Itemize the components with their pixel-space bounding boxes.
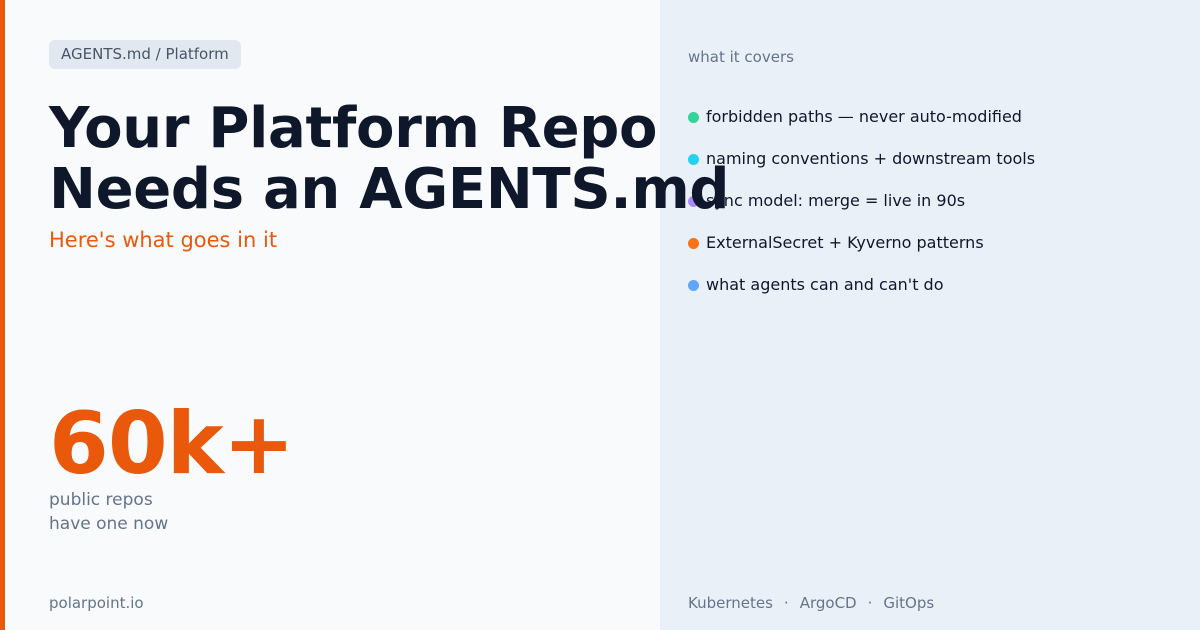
list-item-text: what agents can and can't do bbox=[706, 274, 944, 294]
tag-argocd: ArgoCD bbox=[799, 594, 857, 612]
list-item: naming conventions + downstream tools bbox=[688, 137, 1035, 179]
accent-bar bbox=[0, 0, 5, 630]
covers-heading: what it covers bbox=[688, 48, 794, 66]
list-item-text: naming conventions + downstream tools bbox=[706, 148, 1036, 168]
title-line-2: Needs an AGENTS.md bbox=[49, 157, 730, 222]
bullet-dot-icon bbox=[688, 238, 699, 249]
footer-domain: polarpoint.io bbox=[49, 594, 144, 612]
list-item-text: sync model: merge = live in 90s bbox=[706, 190, 966, 210]
subtitle: Here's what goes in it bbox=[49, 228, 278, 252]
bullet-dot-icon bbox=[688, 280, 699, 291]
left-panel bbox=[0, 0, 660, 630]
bullet-dot-icon bbox=[688, 196, 699, 207]
title-line-1: Your Platform Repo bbox=[49, 96, 658, 161]
page-title: Your Platform Repo Needs an AGENTS.md bbox=[49, 98, 729, 220]
stat-label-line-2: have one now bbox=[49, 514, 169, 534]
list-item: ExternalSecret + Kyverno patterns bbox=[688, 221, 1035, 263]
stat-value: 60k+ bbox=[49, 394, 295, 494]
stat-label-line-1: public repos bbox=[49, 490, 153, 510]
footer-tags: Kubernetes · ArgoCD · GitOps bbox=[688, 594, 934, 612]
right-panel bbox=[660, 0, 1200, 630]
bullet-dot-icon bbox=[688, 154, 699, 165]
breadcrumb-badge: AGENTS.md / Platform bbox=[49, 40, 241, 69]
list-item: sync model: merge = live in 90s bbox=[688, 179, 1035, 221]
list-item: forbidden paths — never auto-modified bbox=[688, 95, 1035, 137]
list-item: what agents can and can't do bbox=[688, 263, 1035, 305]
list-item-text: ExternalSecret + Kyverno patterns bbox=[706, 232, 984, 252]
tag-gitops: GitOps bbox=[883, 594, 935, 612]
covers-list: forbidden paths — never auto-modified na… bbox=[688, 95, 1035, 305]
tag-separator: · bbox=[867, 594, 873, 612]
bullet-dot-icon bbox=[688, 112, 699, 123]
stat-label: public repos have one now bbox=[49, 488, 168, 536]
list-item-text: forbidden paths — never auto-modified bbox=[706, 106, 1022, 126]
tag-separator: · bbox=[783, 594, 789, 612]
tag-kubernetes: Kubernetes bbox=[688, 594, 773, 612]
